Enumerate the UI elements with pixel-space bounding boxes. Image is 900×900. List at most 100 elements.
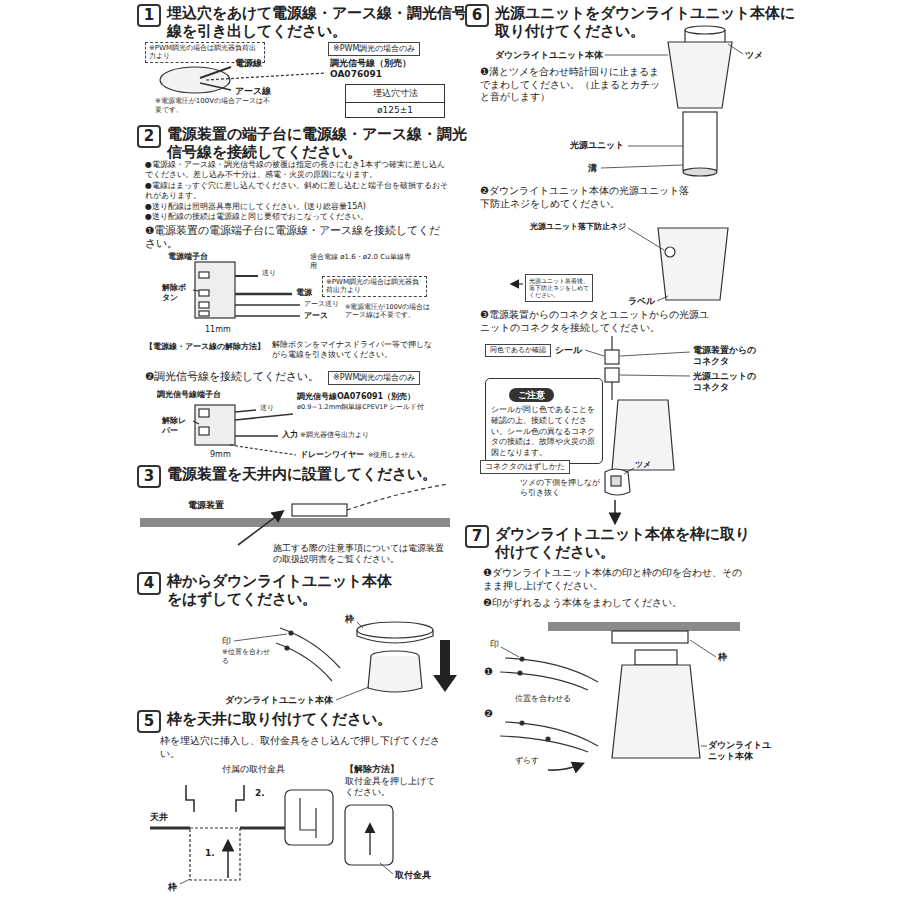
leader-line [193, 290, 199, 291]
label-box: ※PWM調光の場合のみ [328, 371, 420, 385]
ceiling [548, 622, 740, 631]
label-box: 同色であるか確認 [485, 344, 551, 357]
annotation-text: 印 [222, 636, 231, 647]
release-lever [199, 427, 209, 435]
label-box: コネクタのはずしかた [480, 460, 570, 474]
step-title: 埋込穴をあけて電源線・アース線・調光信号線を引き出してください。 [167, 4, 467, 40]
input-wire [235, 435, 278, 437]
mark-dot [518, 671, 522, 675]
annotation-text: 解除レバー [162, 416, 192, 436]
annotation-text: ●送り配線の接続は電源線と同じ要領でおこなってください。 [145, 212, 450, 222]
leader-line [193, 421, 199, 424]
detail-arc [500, 672, 588, 690]
step-number: 1 [137, 4, 161, 27]
annotation-text: ❶ [484, 666, 493, 679]
cable [611, 336, 612, 350]
annotation-text: 電源端子台 [168, 252, 208, 262]
drain-wire [230, 445, 296, 455]
annotation-text: 光源ユニット [570, 140, 624, 151]
mark-dot [546, 737, 550, 741]
annotation-text: 施工する際の注意事項については電源装置の取扱説明書をご覧ください。 [273, 543, 448, 566]
downlight-body [668, 42, 732, 108]
unit-top-side [685, 30, 725, 42]
step-heading: 5枠を天井に取り付けてください。 [137, 710, 467, 733]
table-header: 埋込穴寸法 [346, 85, 444, 102]
annotation-text: 枠 [345, 614, 354, 625]
leader-line [628, 146, 683, 147]
ceiling-line [150, 827, 190, 830]
leader-line [336, 687, 369, 700]
power-wire [200, 67, 231, 78]
annotation-text: 印 [490, 639, 499, 650]
annotation-text: 2. [255, 788, 265, 799]
mounting-bracket [186, 785, 194, 812]
step-heading: 2電源装置の端子台に電源線・アース線・調光信号線を接続してください。 [137, 125, 467, 161]
table-value: ø125±1 [346, 102, 444, 117]
annotation-text: 溝 [588, 163, 597, 174]
annotation-text: ❶電源装置の電源端子台に電源線・アース線を接続してください。 [145, 224, 450, 250]
earth-feed-wire [235, 304, 300, 306]
annotation-text: ツメの下側を押しながら引き抜く [520, 478, 600, 498]
mark-dot [289, 631, 293, 635]
step-title: ダウンライトユニット本体を枠に取り付けてください。 [495, 525, 760, 561]
step-title: 電源装置を天井内に設置してください。 [167, 465, 477, 483]
downlight-body [612, 665, 700, 758]
frame [612, 631, 688, 643]
ceiling-hole [160, 67, 230, 93]
connector [611, 476, 621, 486]
cable [347, 484, 448, 510]
leader-line [624, 468, 634, 474]
earth-wire [200, 83, 231, 90]
annotation-text: ラベル [628, 296, 655, 307]
caution-box: ご注意シールが同じ色であることを確認の上、接続してください。シール色の異なるコネ… [485, 378, 603, 464]
annotation-text: ※位置を合わせる [222, 648, 272, 666]
connector [605, 368, 619, 382]
annotation-text: ●送り配線は照明器具専用にしてください。(送り総容量15A) [145, 202, 450, 212]
annotation-text: 11mm [205, 325, 231, 335]
tag-box: 光源ユニット装着後、落下防止ネジをしめてください。 [525, 274, 593, 302]
step-number: 2 [137, 125, 161, 148]
dashed-note: ※PWM調光の場合は調光器負荷出力より [322, 276, 427, 297]
signal-wire [235, 414, 293, 420]
step-number: 6 [465, 4, 489, 27]
annotation-text: ❷印がずれるよう本体をまわしてください。 [483, 597, 682, 610]
unit-top [685, 26, 725, 34]
release-button [199, 311, 209, 316]
leader-line [701, 746, 707, 747]
leader-line [690, 640, 716, 657]
annotation-text: アース線 [235, 86, 271, 97]
detail-view [285, 790, 333, 845]
unit-top [635, 650, 677, 665]
annotation-text: 【解除方法】 [345, 764, 399, 775]
annotation-text: 調光信号線（別売） OA076091 [330, 58, 440, 81]
annotation-text: ※電源電圧が100Vの場合はアース線は不要です。 [345, 303, 435, 319]
annotation-text: ❶ダウンライトユニット本体の印と枠の印を合わせ、そのまま押し上げてください。 [483, 567, 743, 592]
push-arrow [369, 825, 370, 855]
annotation-text: アース [304, 311, 328, 321]
light-source-unit [683, 112, 717, 170]
earth-wire [235, 315, 300, 317]
mark-dot [285, 646, 289, 650]
annotation-text: 入力 [282, 430, 298, 440]
annotation-text: 電源装置 [188, 500, 224, 511]
mark-dot [520, 721, 524, 725]
annotation-text: シール [555, 345, 582, 356]
signal-terminal-block [195, 405, 235, 445]
annotation-text: ダウンライトユニット本体 [495, 50, 603, 61]
annotation-text: 調光信号線OA076091（別売） [297, 392, 415, 402]
annotation-text: 取付金具を押し上げてください。 [345, 776, 440, 799]
annotation-text: 光源ユニット落下防止ネジ [530, 222, 626, 232]
annotation-text: 枠 [168, 882, 177, 893]
feed-wire [235, 275, 258, 277]
annotation-text: ❷調光信号線を接続してください。 [145, 370, 319, 383]
step-number: 7 [465, 525, 489, 548]
annotation-text: 解除ボタンをマイナスドライバー等で押しながら電線を引き抜いてください。 [272, 340, 437, 360]
annotation-text: ※調光器信号出力より [300, 431, 369, 440]
leader-line [728, 44, 743, 54]
annotation-text: 付属の取付金具 [222, 764, 285, 775]
annotation-text: 調光信号線端子台 [157, 390, 221, 400]
down-arrow [433, 640, 457, 692]
frame-outline [190, 828, 240, 880]
leader-line [620, 352, 690, 356]
